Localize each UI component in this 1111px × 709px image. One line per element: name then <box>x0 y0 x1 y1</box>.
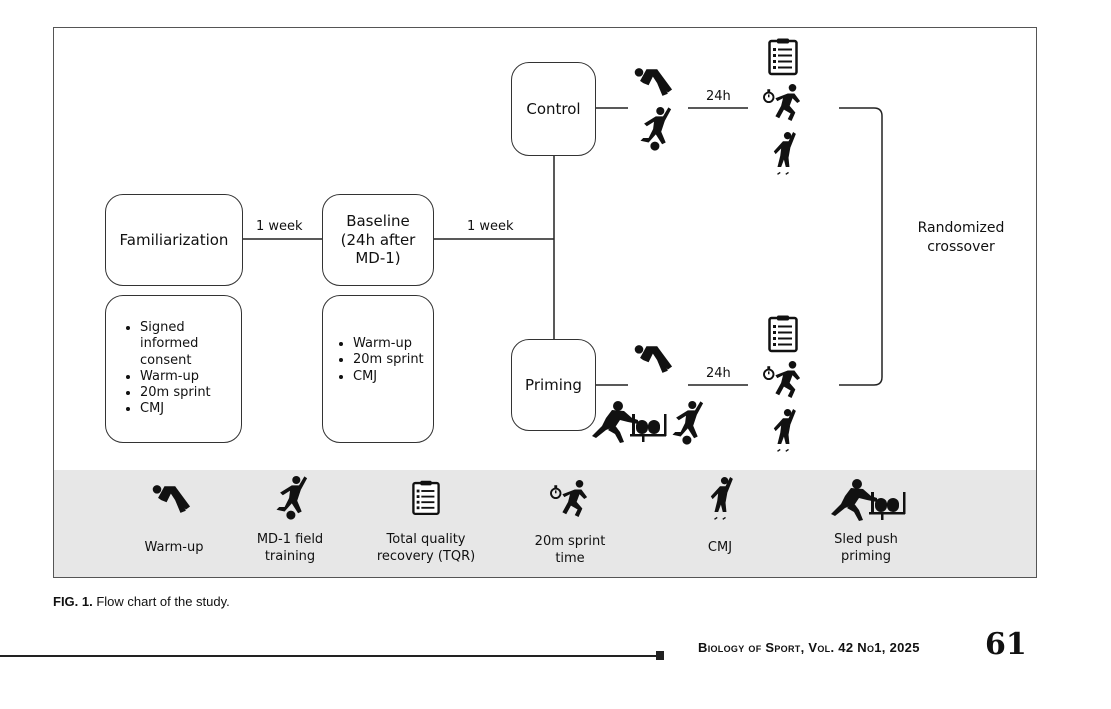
list-item: 20m sprint <box>140 385 241 401</box>
familiarization-label: Familiarization <box>119 230 229 249</box>
legend-warm-up-icon <box>151 483 195 515</box>
baseline-label: Baseline (24h after MD-1) <box>340 211 416 268</box>
legend-label-sled-push: Sled push priming <box>834 532 898 564</box>
caption-text: Flow chart of the study. <box>92 594 230 609</box>
edge-label-fam-base: 1 week <box>256 219 303 234</box>
list-item: Warm-up <box>353 336 424 352</box>
flow-chart-figure: Familiarization Baseline (24h after MD-1… <box>53 27 1037 578</box>
familiarization-activities-list: Signed informed consent Warm-up 20m spri… <box>106 320 241 418</box>
page-number: 61 <box>985 627 1027 662</box>
legend-field-training-icon <box>272 475 308 521</box>
edge-label-control-24h: 24h <box>706 89 731 104</box>
legend-label-cmj: CMJ <box>707 540 733 555</box>
legend-sled-push-icon <box>829 478 909 522</box>
legend-label-tqr: Total quality recovery (TQR) <box>376 532 476 564</box>
list-item: CMJ <box>353 369 424 385</box>
sprint-stopwatch-icon <box>762 361 804 399</box>
baseline-activities-list: Warm-up 20m sprint CMJ <box>323 336 424 385</box>
sled-push-icon <box>590 400 670 444</box>
journal-citation: Biology of Sport, Vol. 42 No1, 2025 <box>698 640 920 655</box>
warm-up-icon <box>633 343 677 375</box>
jump-icon <box>770 409 796 455</box>
control-label: Control <box>526 99 581 118</box>
list-item: CMJ <box>140 401 241 417</box>
familiarization-box: Familiarization <box>105 194 243 286</box>
legend-jump-icon <box>707 477 733 523</box>
legend-sprint-stopwatch-icon <box>549 480 591 518</box>
list-item: Signed informed consent <box>140 320 241 369</box>
priming-label: Priming <box>525 375 582 394</box>
jump-icon <box>770 132 796 178</box>
legend-clipboard-icon <box>412 480 440 516</box>
legend-label-field-training: MD-1 field training <box>256 532 324 564</box>
edge-label-priming-24h: 24h <box>706 366 731 381</box>
control-box: Control <box>511 62 596 156</box>
warm-up-icon <box>633 66 677 98</box>
connector-lines <box>242 107 883 386</box>
familiarization-activities-box: Signed informed consent Warm-up 20m spri… <box>105 295 242 443</box>
legend-label-warm-up: Warm-up <box>144 540 204 555</box>
baseline-box: Baseline (24h after MD-1) <box>322 194 434 286</box>
caption-prefix: FIG. 1. <box>53 594 93 609</box>
priming-box: Priming <box>511 339 596 431</box>
legend-label-sprint: 20m sprint time <box>534 534 606 566</box>
list-item: 20m sprint <box>353 352 424 368</box>
clipboard-icon <box>768 315 798 353</box>
clipboard-icon <box>768 38 798 76</box>
legend-band <box>54 470 1036 577</box>
baseline-activities-box: Warm-up 20m sprint CMJ <box>322 295 434 443</box>
randomized-crossover-label: Randomized crossover <box>917 220 1005 255</box>
field-training-icon <box>668 400 704 446</box>
sprint-stopwatch-icon <box>762 84 804 122</box>
field-training-icon <box>636 106 672 152</box>
edge-label-base-split: 1 week <box>467 219 514 234</box>
footer-rule-end <box>656 651 664 660</box>
figure-caption: FIG. 1. Flow chart of the study. <box>53 594 230 609</box>
footer-rule <box>0 655 658 657</box>
list-item: Warm-up <box>140 369 241 385</box>
